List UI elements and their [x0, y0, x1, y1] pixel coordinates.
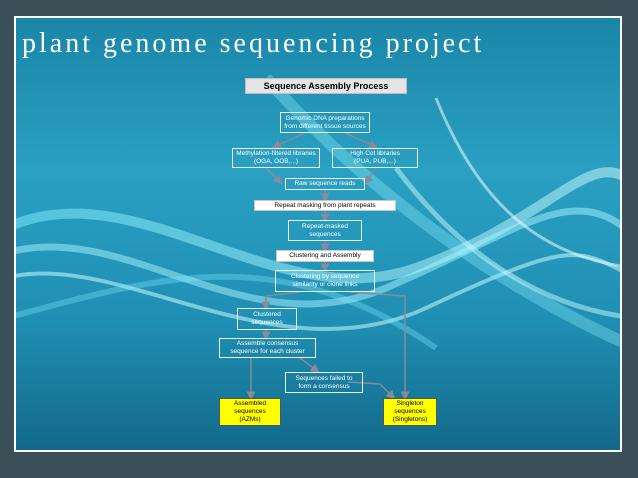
node-methylation-line1: Methylation-filtered libraries [236, 150, 316, 157]
node-methylation-line2: (OGA, OOB,...) [253, 158, 299, 165]
node-failed-consensus-line1: Sequences failed to [295, 374, 353, 382]
node-clustering-by-line1: Clustering by sequence [291, 273, 359, 280]
node-high-cot-libraries: High Cot libraries(PUA, PUB,...) [332, 148, 418, 168]
node-singleton-line2: sequences [394, 408, 426, 415]
node-high-cot-line1: High Cot libraries [350, 150, 400, 157]
node-clustering-assembly: Clustering and Assembly [276, 250, 374, 262]
diagram-header: Sequence Assembly Process [245, 78, 407, 94]
node-methylation-libraries: Methylation-filtered libraries(OGA, OOB,… [232, 148, 320, 168]
node-high-cot-line2: (PUA, PUB,...) [354, 158, 396, 165]
node-repeat-masked-line2: sequences [309, 230, 341, 238]
node-assemble-consensus-line2: sequence for each cluster [230, 348, 305, 355]
node-clustered-line2: sequences [251, 319, 283, 326]
node-repeat-masking: Repeat masking from plant repeats [254, 200, 396, 211]
node-clustered-line1: Clustered [253, 311, 281, 318]
node-assemble-consensus-line1: Assemble consensus [236, 340, 299, 347]
node-genomic-dna-line1: Genomic DNA preparations [285, 114, 365, 122]
node-genomic-dna-line2: from different tissue sources [284, 122, 366, 130]
node-assembled-line2: sequences [234, 408, 266, 415]
node-repeat-masked-line1: Repeat-masked [302, 222, 348, 230]
node-singleton-line1: Singleton [396, 400, 424, 407]
node-clustering-by-line2: similarity or clone links [292, 281, 358, 288]
slide-title: plant genome sequencing project [22, 28, 485, 59]
node-singleton-line3: (Singletons) [392, 416, 428, 423]
node-failed-consensus-line2: form a consensus [298, 382, 350, 390]
node-assembled-line1: Assembled [233, 400, 267, 407]
node-assembled-line3: (AZMs) [239, 416, 261, 423]
node-raw-reads: Raw sequence reads [285, 178, 365, 190]
